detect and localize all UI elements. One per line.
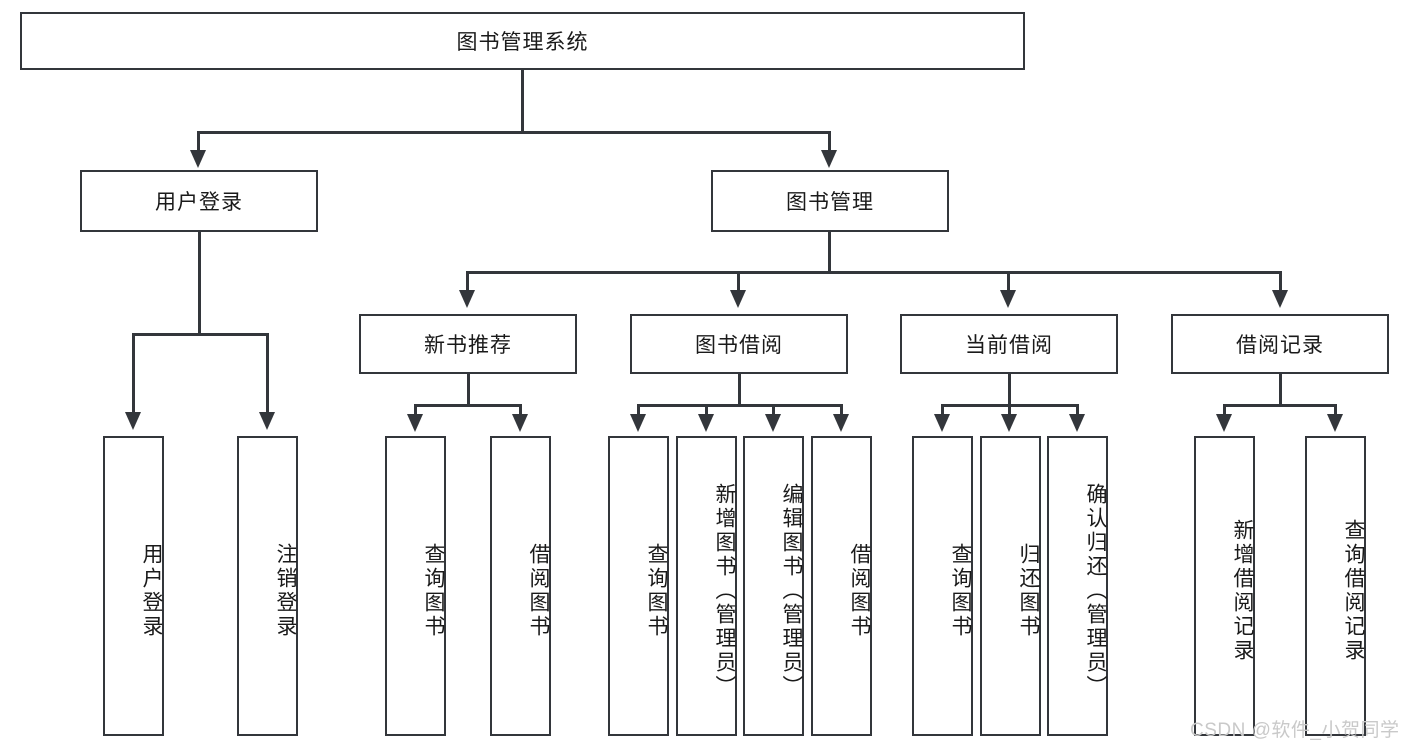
arrow-bb-to-leaf-3 [765, 414, 781, 432]
node-book-management[interactable]: 图书管理 [711, 170, 949, 232]
arrow-user-login-to-leaf-1 [125, 412, 141, 430]
node-new-book-recommend-label: 新书推荐 [424, 334, 512, 357]
leaf-user-login-label: 用户登录 [140, 543, 163, 639]
node-root-label: 图书管理系统 [456, 31, 589, 54]
leaf-return-book-label: 归还图书 [1017, 543, 1040, 639]
leaf-edit-book-label: 编辑图书（管理员） [780, 483, 803, 699]
edge-user-login-to-leaf-2 [266, 333, 269, 415]
edge-bm-to-current-borrow [1007, 271, 1010, 293]
edge-book-management-stem [828, 232, 831, 274]
leaf-user-login[interactable]: 用户登录 [103, 436, 164, 736]
node-root[interactable]: 图书管理系统 [20, 12, 1025, 70]
edge-borrow-record-stem [1279, 374, 1282, 406]
leaf-user-logout-label: 注销登录 [274, 543, 297, 639]
edge-br-to-leaf-2 [1334, 404, 1337, 418]
arrow-bb-to-leaf-2 [698, 414, 714, 432]
edge-root-stem [521, 70, 524, 133]
arrow-root-to-user-login [190, 150, 206, 168]
node-book-management-label: 图书管理 [786, 191, 874, 214]
arrow-new-book-to-leaf-1 [407, 414, 423, 432]
edge-current-borrow-stem [1008, 374, 1011, 406]
leaf-confirm-return[interactable]: 确认归还（管理员） [1047, 436, 1108, 736]
arrow-cb-to-leaf-2 [1001, 414, 1017, 432]
edge-cb-to-leaf-2 [1008, 404, 1011, 418]
edge-bm-to-borrow-record [1279, 271, 1282, 293]
arrow-bm-to-book-borrow [730, 290, 746, 308]
edge-root-to-book-management [828, 131, 831, 153]
edge-new-book-stem [467, 374, 470, 406]
leaf-query-record[interactable]: 查询借阅记录 [1305, 436, 1366, 736]
edge-user-login-stem [198, 232, 201, 336]
leaf-confirm-return-label: 确认归还（管理员） [1084, 483, 1107, 699]
leaf-query-book-1-label: 查询图书 [422, 543, 445, 639]
leaf-add-book[interactable]: 新增图书（管理员） [676, 436, 737, 736]
leaf-query-book-2[interactable]: 查询图书 [608, 436, 669, 736]
edge-borrow-record-bus [1223, 404, 1337, 407]
edge-new-book-bus [414, 404, 522, 407]
leaf-borrow-book-1[interactable]: 借阅图书 [490, 436, 551, 736]
node-current-borrow[interactable]: 当前借阅 [900, 314, 1118, 374]
edge-root-bus [197, 131, 831, 134]
edge-bb-to-leaf-3 [772, 404, 775, 418]
node-book-borrow-label: 图书借阅 [695, 334, 783, 357]
edge-book-management-bus [466, 271, 1282, 274]
edge-cb-to-leaf-3 [1076, 404, 1079, 418]
arrow-root-to-book-management [821, 150, 837, 168]
arrow-bb-to-leaf-4 [833, 414, 849, 432]
leaf-borrow-book-1-label: 借阅图书 [527, 543, 550, 639]
arrow-bb-to-leaf-1 [630, 414, 646, 432]
leaf-query-book-3[interactable]: 查询图书 [912, 436, 973, 736]
leaf-return-book[interactable]: 归还图书 [980, 436, 1041, 736]
arrow-bm-to-borrow-record [1272, 290, 1288, 308]
leaf-edit-book[interactable]: 编辑图书（管理员） [743, 436, 804, 736]
arrow-cb-to-leaf-3 [1069, 414, 1085, 432]
edge-bb-to-leaf-4 [840, 404, 843, 418]
edge-cb-to-leaf-1 [941, 404, 944, 418]
arrow-br-to-leaf-1 [1216, 414, 1232, 432]
node-borrow-record-label: 借阅记录 [1236, 334, 1324, 357]
csdn-watermark: CSDN @软件_小贺同学 [1190, 720, 1400, 741]
leaf-borrow-book-2[interactable]: 借阅图书 [811, 436, 872, 736]
arrow-bm-to-current-borrow [1000, 290, 1016, 308]
arrow-user-login-to-leaf-2 [259, 412, 275, 430]
leaf-borrow-book-2-label: 借阅图书 [848, 543, 871, 639]
leaf-query-book-2-label: 查询图书 [645, 543, 668, 639]
leaf-add-book-label: 新增图书（管理员） [713, 483, 736, 699]
node-current-borrow-label: 当前借阅 [965, 334, 1053, 357]
leaf-user-logout[interactable]: 注销登录 [237, 436, 298, 736]
leaf-query-record-label: 查询借阅记录 [1342, 519, 1365, 663]
arrow-cb-to-leaf-1 [934, 414, 950, 432]
edge-book-borrow-bus [637, 404, 843, 407]
node-book-borrow[interactable]: 图书借阅 [630, 314, 848, 374]
node-user-login-label: 用户登录 [155, 191, 243, 214]
edge-new-book-to-leaf-1 [414, 404, 417, 418]
leaf-query-book-3-label: 查询图书 [949, 543, 972, 639]
edge-br-to-leaf-1 [1223, 404, 1226, 418]
leaf-query-book-1[interactable]: 查询图书 [385, 436, 446, 736]
edge-bb-to-leaf-1 [637, 404, 640, 418]
node-user-login[interactable]: 用户登录 [80, 170, 318, 232]
node-new-book-recommend[interactable]: 新书推荐 [359, 314, 577, 374]
arrow-bm-to-new-book [459, 290, 475, 308]
leaf-add-record[interactable]: 新增借阅记录 [1194, 436, 1255, 736]
edge-root-to-user-login [197, 131, 200, 153]
leaf-add-record-label: 新增借阅记录 [1231, 519, 1254, 663]
edge-user-login-bus [132, 333, 268, 336]
edge-bb-to-leaf-2 [705, 404, 708, 418]
edge-user-login-to-leaf-1 [132, 333, 135, 415]
arrow-br-to-leaf-2 [1327, 414, 1343, 432]
node-borrow-record[interactable]: 借阅记录 [1171, 314, 1389, 374]
edge-book-borrow-stem [738, 374, 741, 406]
edge-bm-to-new-book [466, 271, 469, 293]
edge-bm-to-book-borrow [737, 271, 740, 293]
arrow-new-book-to-leaf-2 [512, 414, 528, 432]
edge-new-book-to-leaf-2 [519, 404, 522, 418]
